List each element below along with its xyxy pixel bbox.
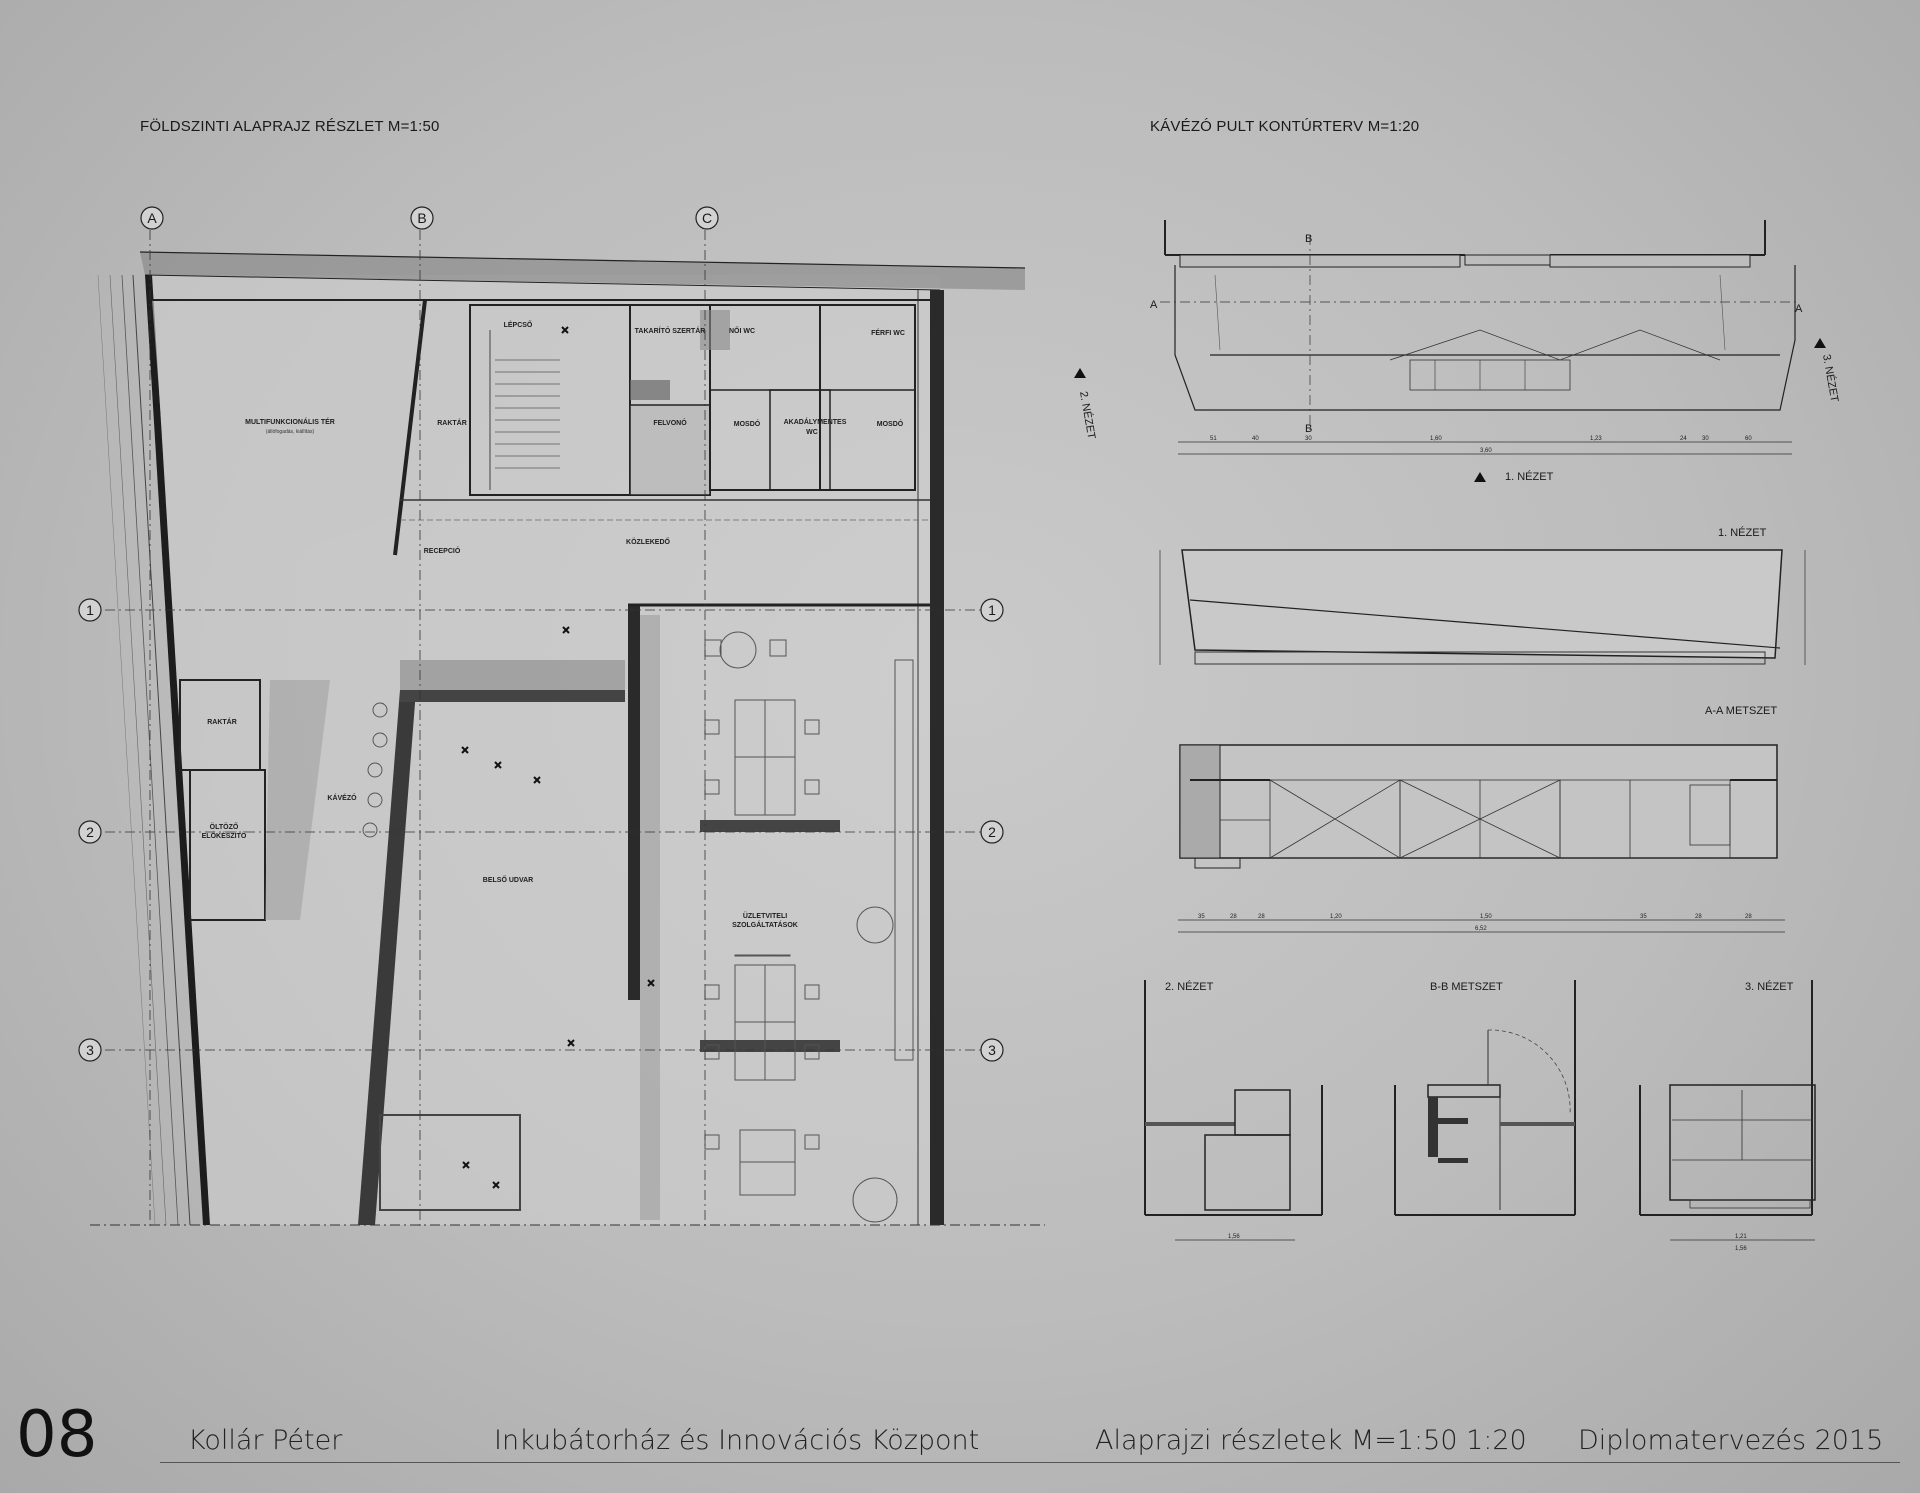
section-b-marker-bottom: B	[1305, 423, 1312, 435]
grid-label-1-right: 1	[988, 602, 996, 618]
grid-label-a: A	[147, 210, 157, 226]
detail-view-3: 3. NÉZET 1,21 1,56	[1639, 980, 1816, 1252]
street-strip	[140, 252, 1025, 290]
grid-label-3-right: 3	[988, 1042, 996, 1058]
view-marker-1: 1. NÉZET	[1505, 470, 1554, 483]
detail-2-title: 2. NÉZET	[1165, 980, 1214, 993]
room-uzletviteli-2: SZOLGÁLTATÁSOK	[732, 920, 798, 929]
plan-dim-0: 51	[1210, 436, 1217, 442]
footer-author: Kollár Péter	[188, 1425, 343, 1456]
room-multifunctional: MULTIFUNKCIONÁLIS TÉR	[245, 417, 335, 426]
detail-3-title: 3. NÉZET	[1745, 980, 1794, 993]
detail-3-dim-a: 1,21	[1735, 1234, 1747, 1240]
east-wall	[930, 290, 944, 1225]
section-b-marker-top: B	[1305, 233, 1312, 245]
footer-course: Diplomatervezés 2015	[1578, 1425, 1884, 1456]
grid-label-c: C	[702, 210, 712, 226]
room-oltozo-2: ELŐKÉSZÍTŐ	[202, 831, 247, 840]
view-marker-2: 2. NÉZET	[1077, 390, 1098, 440]
section-aa-title: A-A METSZET	[1705, 705, 1777, 717]
plan-dim-7: 60	[1745, 436, 1752, 442]
detail-2-dim: 1,56	[1228, 1234, 1240, 1240]
footer-project: Inkubátorház és Innovációs Központ	[494, 1425, 980, 1456]
room-uzletviteli-1: ÜZLETVITELI	[743, 911, 787, 920]
room-multifunctional-sub: (állófogadás, kiállítás)	[266, 429, 315, 435]
room-mosdo-2: MOSDÓ	[877, 419, 904, 428]
section-a-marker-left: A	[1150, 299, 1158, 311]
footer-sheet: Alaprajzi részletek M=1:50 1:20	[1095, 1425, 1527, 1456]
aa-dim-0: 35	[1198, 914, 1205, 920]
plan-dim-3: 1,60	[1430, 436, 1442, 442]
aa-dim-1: 28	[1230, 914, 1237, 920]
detail-view-2: 2. NÉZET 1,56	[1144, 980, 1323, 1241]
room-takarito: TAKARÍTÓ SZERTÁR	[635, 326, 706, 335]
room-akadalymentes-wc-1: AKADÁLYMENTES	[784, 417, 847, 426]
page-number: 08	[16, 1398, 98, 1472]
aa-dim-total: 6,52	[1475, 926, 1487, 932]
room-lepcso: LÉPCSŐ	[504, 320, 533, 329]
room-raktar-2: RAKTÁR	[207, 717, 237, 726]
room-kavezo: KÁVÉZÓ	[327, 793, 357, 802]
counter-plan-title: KÁVÉZÓ PULT KONTÚRTERV M=1:20	[1150, 118, 1420, 135]
floorplan-title: FÖLDSZINTI ALAPRAJZ RÉSZLET M=1:50	[140, 118, 440, 135]
detail-3-dim-b: 1,56	[1735, 1246, 1747, 1252]
room-ferfi-wc: FÉRFI WC	[871, 328, 905, 337]
plan-dim-6: 30	[1702, 436, 1709, 442]
room-noi-wc: NŐI WC	[729, 326, 755, 335]
aa-dim-4: 1,50	[1480, 914, 1492, 920]
room-felvono: FELVONÓ	[653, 418, 687, 427]
plan-dim-2: 30	[1305, 436, 1312, 442]
detail-bb-title: B-B METSZET	[1430, 981, 1503, 993]
elevation-1-title: 1. NÉZET	[1718, 526, 1767, 539]
grid-label-3-left: 3	[86, 1042, 94, 1058]
west-facade-wall	[145, 275, 210, 1225]
footer-rule	[160, 1462, 1900, 1463]
aa-dim-6: 28	[1695, 914, 1702, 920]
grid-label-1-left: 1	[86, 602, 94, 618]
plan-dim-4: 1,23	[1590, 436, 1602, 442]
elevation-view-1: 1. NÉZET	[1159, 526, 1806, 665]
plan-dim-5: 24	[1680, 436, 1687, 442]
room-belso-udvar: BELSŐ UDVAR	[483, 875, 533, 884]
plan-dim-total: 3,60	[1480, 448, 1492, 454]
aa-dim-7: 28	[1745, 914, 1752, 920]
view-marker-3: 3. NÉZET	[1820, 353, 1841, 403]
section-aa: A-A METSZET 35 28 28 1,20 1,50 35 28	[1178, 705, 1785, 933]
detail-section-bb: B-B METSZET	[1394, 980, 1576, 1216]
room-akadalymentes-wc-2: WC	[806, 429, 818, 436]
aa-dim-3: 1,20	[1330, 914, 1342, 920]
section-a-marker-right: A	[1795, 303, 1803, 315]
aa-dim-5: 35	[1640, 914, 1647, 920]
grid-label-b: B	[417, 210, 426, 226]
room-mosdo-1: MOSDÓ	[734, 419, 761, 428]
grid-label-2-left: 2	[86, 824, 94, 840]
room-raktar-1: RAKTÁR	[437, 418, 467, 427]
room-kozlekedo: KÖZLEKEDŐ	[626, 537, 671, 546]
room-oltozo-1: ÖLTÖZŐ	[210, 822, 239, 831]
counter-plan-view: A A B B 51 40 30 1,60 1,23 24 30 60 3,60…	[1074, 220, 1841, 483]
courtyard-wall	[358, 690, 416, 1225]
plan-dim-1: 40	[1252, 436, 1259, 442]
grid-label-2-right: 2	[988, 824, 996, 840]
aa-dim-2: 28	[1258, 914, 1265, 920]
room-recepcio: RECEPCIÓ	[424, 546, 461, 555]
